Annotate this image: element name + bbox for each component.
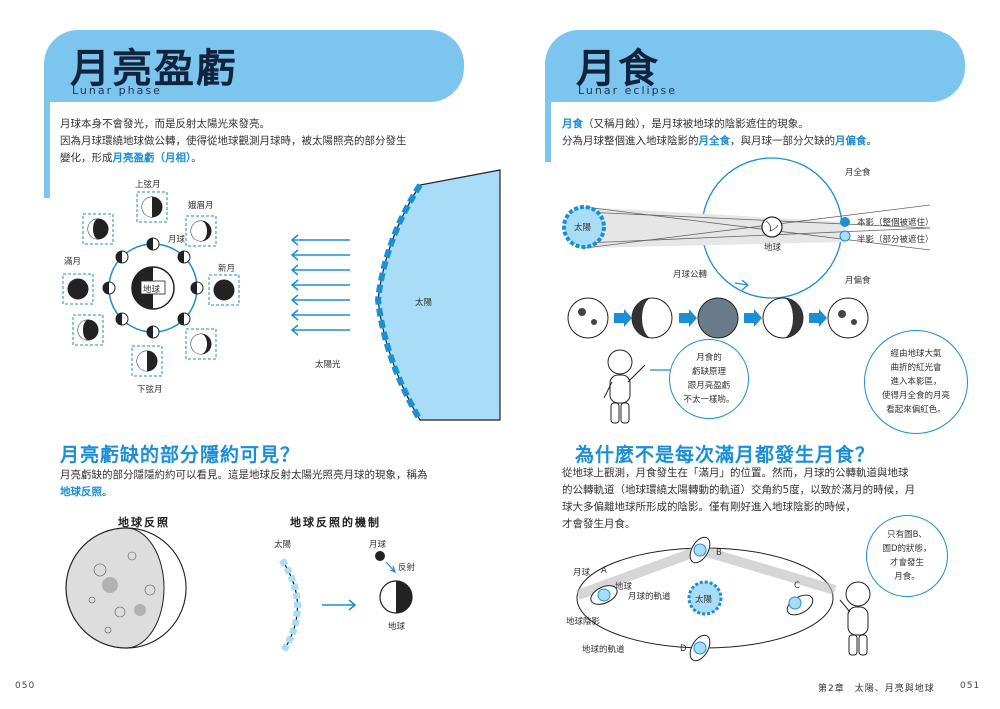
page-subtitle: Lunar phase [72, 84, 162, 97]
orbit-moon-shadow [103, 282, 109, 294]
speech-bubble-only-b-d: 只有圖B、圖D的狀態，才會發生月食。 [866, 515, 948, 597]
orbit-label-earth-orbit: 地球的軌道 [582, 645, 625, 655]
mech-label-sun: 太陽 [274, 540, 292, 550]
section-heading-why-not: 為什麼不是每次滿月都發生月食？ [575, 444, 876, 466]
orbit-label-d: D [680, 644, 687, 654]
label-new-moon: 新月 [218, 264, 236, 274]
label-first-quarter: 上弦月 [135, 180, 161, 190]
fig-earthshine-title: 地球反照 [118, 516, 170, 529]
speech-bubble-phase-diff: 月食的虧缺原理跟月亮盈虧不太一樣喲。 [669, 339, 749, 419]
label-earth: 地球 [143, 285, 161, 295]
label-total-eclipse: 月全食 [845, 168, 871, 178]
label-last-quarter: 下弦月 [137, 385, 163, 395]
orbit-label-earth: 地球 [615, 582, 633, 592]
waxing-gibbous-view [82, 213, 114, 245]
waning-crescent-view [185, 328, 217, 360]
page-number-left: 050 [15, 681, 36, 691]
orbit-moon-shadow [116, 313, 122, 325]
label-umbra: 本影（整個被遮住） [857, 218, 934, 228]
label-sunlight: 太陽光 [315, 360, 341, 370]
orbit-moon-shadow [178, 313, 184, 325]
label-waxing-crescent: 娥眉月 [188, 201, 214, 211]
orbit-label-b: B [716, 548, 722, 558]
label-sun: 太陽 [415, 298, 433, 308]
orbit-moon-shadow [191, 282, 197, 294]
orbit-label-moon-orbit: 月球的軌道 [628, 592, 671, 602]
label-moon: 月球 [168, 235, 186, 245]
waxing-crescent-view [185, 215, 217, 247]
first-quarter-view [136, 191, 168, 223]
intro-text: 月球本身不會發光，而是反射太陽光來發亮。 因為月球環繞地球做公轉，使得從地球觀測… [60, 118, 407, 164]
orbit-moon-shadow [147, 326, 153, 338]
last-quarter-view [131, 345, 163, 377]
left-title-banner [44, 30, 464, 198]
speech-bubble-red-light: 經由地球大氣曲折的紅光會進入本影區，使得月全食的月亮看起來偏紅色。 [864, 330, 968, 434]
left-page: 月亮盈虧 Lunar phase 月球本身不會發光，而是反射太陽光來發亮。 因為… [15, 30, 501, 691]
orbit-label-c: C [794, 581, 800, 591]
label-penumbra: 半影（部分被遮住） [857, 235, 934, 245]
page-number-right: 051 [960, 681, 981, 691]
page-title: 月亮盈虧 [70, 46, 238, 92]
fig-mechanism-title: 地球反照的機制 [290, 516, 381, 529]
moon-phase-diagram [62, 169, 501, 422]
full-moon-view [62, 273, 94, 305]
right-title-banner [545, 30, 965, 162]
mech-label-earth: 地球 [388, 622, 406, 632]
eclipse-intro-text: 月食（又稱月蝕），是月球被地球的陰影遮住的現象。 分為月球整個進入地球陰影的月全… [562, 118, 877, 147]
label-eclipse-sun: 太陽 [574, 223, 592, 233]
earthshine-moon-illustration [65, 527, 413, 652]
orbit-moon-shadow [178, 251, 184, 263]
page-subtitle-right: Lunar eclipse [578, 84, 678, 97]
orbit-label-shadow: 地球陰影 [566, 617, 601, 627]
orbit-label-a: A [601, 566, 607, 576]
orbit-moon-shadow [147, 238, 153, 250]
mech-label-moon: 月球 [369, 540, 387, 550]
label-moon-orbit: 月球公轉 [673, 270, 708, 280]
label-partial-eclipse: 月偏食 [845, 276, 871, 286]
orbit-label-sun: 太陽 [695, 595, 713, 605]
earthshine-text: 月亮虧缺的部分隱隱約約可以看見。這是地球反射太陽光照亮月球的現象，稱為 地球反照… [60, 469, 428, 498]
label-full-moon: 滿月 [64, 257, 82, 267]
orbit-moon-shadow [116, 251, 122, 263]
mech-label-reflect: 反射 [398, 563, 416, 573]
label-eclipse-earth: 地球 [764, 243, 782, 253]
orbit-label-moon: 月球 [573, 568, 591, 578]
section-heading-earthshine: 月亮虧缺的部分隱約可見？ [60, 444, 301, 466]
footer-chapter: 第2章 太陽、月亮與地球 [818, 684, 935, 694]
why-not-text: 從地球上觀測，月食發生在「滿月」的位置。然而，月球的公轉軌道與地球 的公轉軌道（… [562, 467, 916, 530]
waning-gibbous-view [72, 314, 104, 346]
page-title-right: 月食 [576, 46, 660, 92]
new-moon-view [208, 274, 240, 306]
